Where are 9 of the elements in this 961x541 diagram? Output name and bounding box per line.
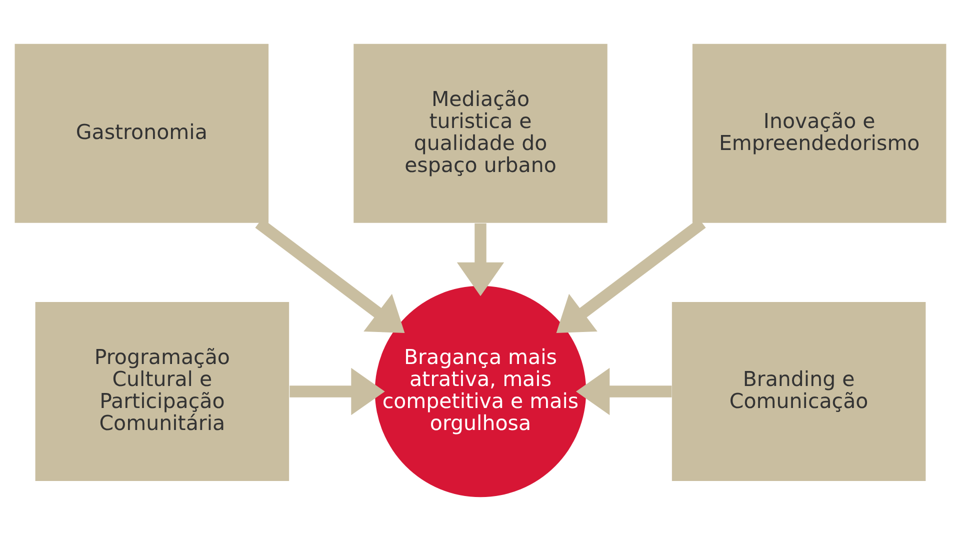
- node-box: Inovação e Empreendedorismo: [692, 44, 946, 223]
- node-box: Programação Cultural e Participação Comunitária: [35, 302, 290, 481]
- node-circle: Bragança mais atrativa, mais competitiva e mais orgulhosa: [374, 286, 586, 498]
- node-box: Mediação turistica e qualidade do espaço urbano: [354, 44, 608, 223]
- arrow: [456, 223, 504, 296]
- arrow: [576, 368, 672, 416]
- node-box: Branding e Comunicação: [672, 302, 926, 481]
- arrow: [290, 368, 385, 416]
- node-box: Gastronomia: [14, 44, 269, 223]
